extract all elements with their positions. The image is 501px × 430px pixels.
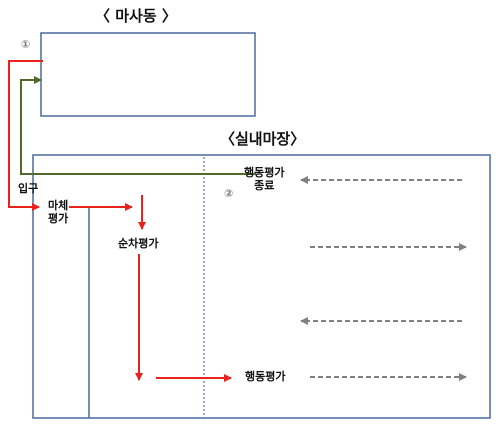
horse-evaluation-label: 마체 평가 xyxy=(48,199,69,225)
entrance-label: 입구 xyxy=(18,182,39,195)
stable-box xyxy=(40,32,256,117)
behavior-evaluation-end-label: 행동평가 종료 xyxy=(244,166,285,192)
sequence-evaluation-label: 순차평가 xyxy=(118,237,159,250)
behavior-evaluation-end-line2: 종료 xyxy=(254,178,275,192)
green-arrow-return-to-stable xyxy=(20,76,256,175)
horse-evaluation-line2: 평가 xyxy=(48,211,69,225)
stable-title: 〈 마사동 〉 xyxy=(95,7,177,25)
marker-one: ① xyxy=(21,38,31,51)
red-arrow-stable-to-entrance xyxy=(8,60,43,211)
horse-evaluation-line1: 마체 xyxy=(48,199,69,212)
indoor-arena-box xyxy=(32,154,491,419)
behavior-evaluation-end-line1: 행동평가 xyxy=(244,166,285,179)
marker-two: ② xyxy=(224,187,234,200)
indoor-arena-title: 〈실내마장〉 xyxy=(220,130,306,148)
behavior-evaluation-label: 행동평가 xyxy=(245,370,286,383)
